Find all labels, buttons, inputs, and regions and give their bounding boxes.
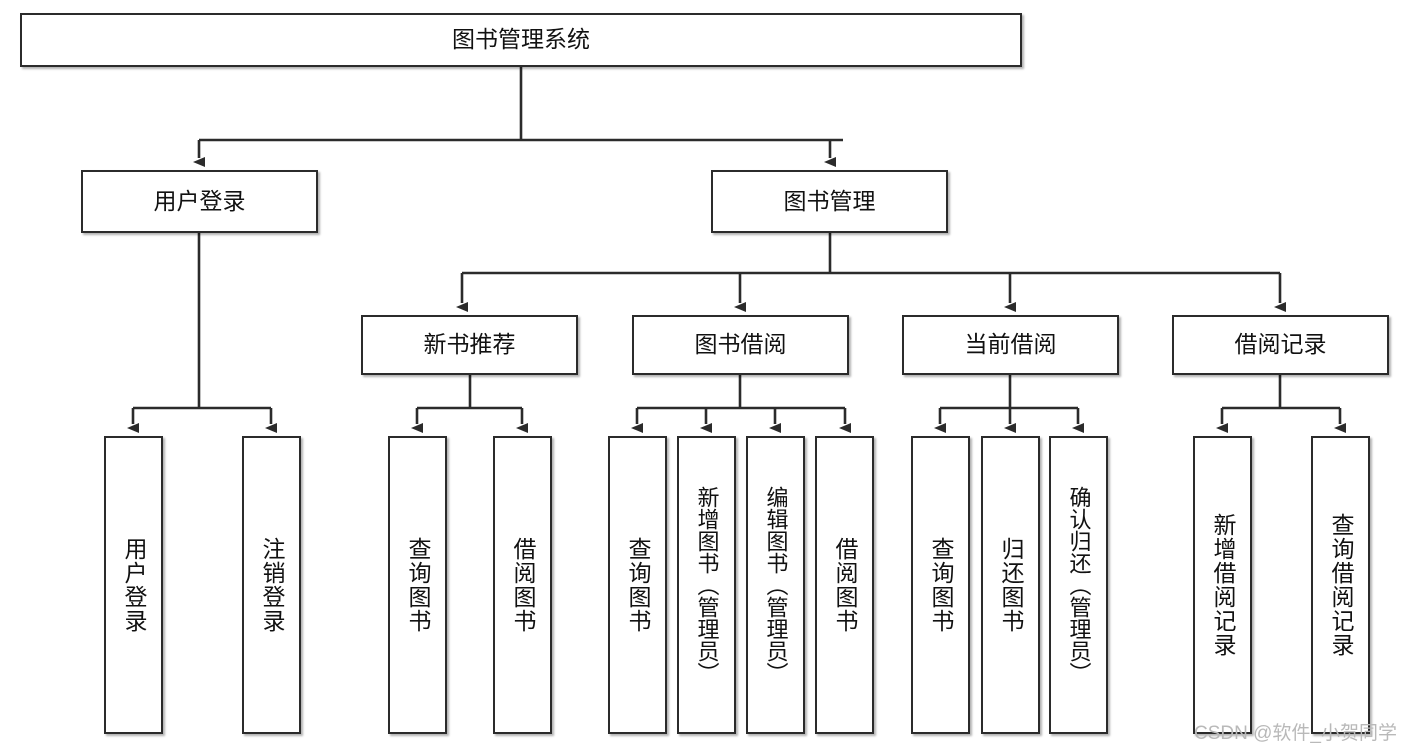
leaf-add-borrow-record[interactable]: 新增借阅记录 xyxy=(1193,436,1252,734)
node-label: 归还图书 xyxy=(998,537,1024,633)
node-label: 查询图书 xyxy=(625,537,651,633)
node-label: 借阅图书 xyxy=(832,537,858,633)
node-label: 查询图书 xyxy=(405,537,431,633)
node-label: 图书借阅 xyxy=(694,331,787,358)
node-label: 借阅记录 xyxy=(1234,331,1327,358)
node-label: 用户登录 xyxy=(153,187,246,214)
leaf-query-borrow-record[interactable]: 查询借阅记录 xyxy=(1311,436,1370,734)
leaf-return-book[interactable]: 归还图书 xyxy=(981,436,1040,734)
leaf-query-book-current[interactable]: 查询图书 xyxy=(911,436,970,734)
node-label: 查询借阅记录 xyxy=(1328,513,1354,657)
node-label: 用户登录 xyxy=(121,537,147,633)
leaf-borrow-book-newbook[interactable]: 借阅图书 xyxy=(493,436,552,734)
node-label: 查询图书 xyxy=(928,537,954,633)
leaf-add-book-admin[interactable]: 新增图书（管理员） xyxy=(677,436,736,734)
leaf-user-login[interactable]: 用户登录 xyxy=(104,436,163,734)
node-user-login[interactable]: 用户登录 xyxy=(81,170,318,233)
node-label: 图书管理 xyxy=(783,187,876,214)
leaf-borrow-book[interactable]: 借阅图书 xyxy=(815,436,874,734)
node-book-management[interactable]: 图书管理 xyxy=(711,170,948,233)
node-label: 新增图书（管理员） xyxy=(694,486,720,684)
leaf-confirm-return-admin[interactable]: 确认归还（管理员） xyxy=(1049,436,1108,734)
leaf-query-book-newbook[interactable]: 查询图书 xyxy=(388,436,447,734)
node-label: 图书管理系统 xyxy=(452,26,590,53)
node-root[interactable]: 图书管理系统 xyxy=(20,13,1022,67)
node-label: 新书推荐 xyxy=(423,331,516,358)
leaf-logout[interactable]: 注销登录 xyxy=(242,436,301,734)
node-current-borrow[interactable]: 当前借阅 xyxy=(902,315,1119,375)
node-label: 新增借阅记录 xyxy=(1210,513,1236,657)
node-label: 确认归还（管理员） xyxy=(1066,486,1092,684)
node-new-book-recommend[interactable]: 新书推荐 xyxy=(361,315,578,375)
leaf-query-book-borrow[interactable]: 查询图书 xyxy=(608,436,667,734)
leaf-edit-book-admin[interactable]: 编辑图书（管理员） xyxy=(746,436,805,734)
node-label: 注销登录 xyxy=(259,537,285,633)
node-label: 当前借阅 xyxy=(964,331,1057,358)
node-book-borrow[interactable]: 图书借阅 xyxy=(632,315,849,375)
node-label: 编辑图书（管理员） xyxy=(763,486,789,684)
node-borrow-record[interactable]: 借阅记录 xyxy=(1172,315,1389,375)
node-label: 借阅图书 xyxy=(510,537,536,633)
